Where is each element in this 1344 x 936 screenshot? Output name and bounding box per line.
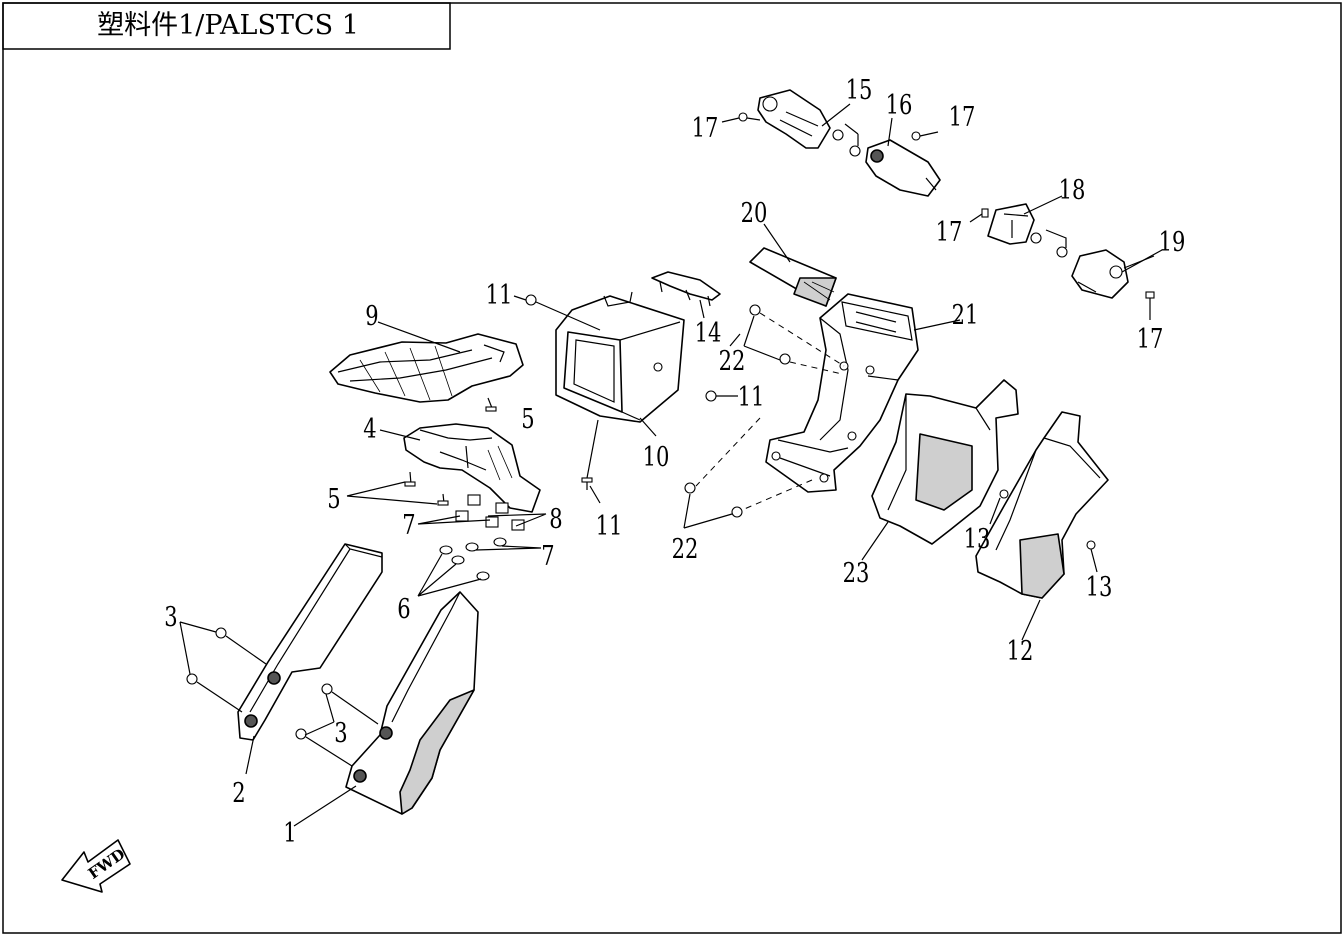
callout-17a: 17 bbox=[692, 112, 719, 143]
callout-17d: 17 bbox=[1137, 323, 1164, 354]
part-16-switch-housing bbox=[865, 139, 941, 197]
part-2-fork-guard-left bbox=[237, 543, 383, 741]
callout-11a: 11 bbox=[486, 279, 513, 310]
part-21-center-bracket bbox=[765, 293, 919, 493]
callout-6: 6 bbox=[397, 593, 410, 624]
part-12-side-cover bbox=[975, 411, 1109, 599]
springs-18-19 bbox=[1030, 229, 1068, 258]
callout-2: 2 bbox=[232, 777, 245, 808]
callout-20: 20 bbox=[741, 197, 768, 228]
leader-lines bbox=[245, 103, 1163, 827]
callout-17c: 17 bbox=[936, 216, 963, 247]
callout-22a: 22 bbox=[719, 345, 746, 376]
part-19-switch-cover bbox=[1071, 249, 1155, 299]
callout-13b: 13 bbox=[1086, 571, 1113, 602]
callout-5a: 5 bbox=[521, 403, 534, 434]
callout-11c: 11 bbox=[596, 510, 623, 541]
part-1-fork-guard-right bbox=[345, 591, 479, 815]
callout-10: 10 bbox=[643, 441, 670, 472]
screws-5 bbox=[346, 397, 497, 506]
part-14-bracket bbox=[651, 271, 721, 307]
diagram-title: 塑料件1/PALSTCS 1 bbox=[97, 10, 359, 41]
callout-1: 1 bbox=[283, 817, 296, 848]
screws-22 bbox=[683, 304, 845, 529]
callout-15: 15 bbox=[846, 74, 873, 105]
part-9-front-cover bbox=[329, 333, 524, 403]
callout-14: 14 bbox=[695, 317, 722, 348]
callout-16: 16 bbox=[886, 89, 913, 120]
grommets-6-7-8 bbox=[417, 494, 547, 597]
callout-11b: 11 bbox=[738, 381, 765, 412]
callout-8: 8 bbox=[549, 503, 562, 534]
callout-21: 21 bbox=[952, 299, 979, 330]
screws-17 bbox=[721, 112, 1155, 320]
springs-15-16 bbox=[832, 123, 861, 157]
part-15-switch-housing bbox=[757, 89, 831, 149]
screws-11 bbox=[513, 294, 738, 504]
part-18-switch bbox=[987, 203, 1035, 245]
title-block: 塑料件1/PALSTCS 1 bbox=[2, 2, 451, 50]
callout-13a: 13 bbox=[964, 523, 991, 554]
bolts-3 bbox=[179, 621, 379, 767]
part-4-bracket bbox=[403, 423, 541, 513]
callout-18: 18 bbox=[1059, 174, 1086, 205]
callout-labels: 1 2 3 3 4 5 5 6 7 7 8 9 10 11 11 11 12 1… bbox=[164, 74, 1185, 848]
part-20-pad bbox=[749, 247, 837, 307]
part-23-side-cover bbox=[871, 379, 1019, 545]
callout-23: 23 bbox=[843, 557, 870, 588]
callout-19: 19 bbox=[1159, 226, 1186, 257]
callout-9: 9 bbox=[365, 300, 378, 331]
callout-3b: 3 bbox=[334, 717, 347, 748]
callout-17b: 17 bbox=[949, 101, 976, 132]
callout-7b: 7 bbox=[541, 540, 554, 571]
callout-5b: 5 bbox=[327, 483, 340, 514]
callout-12: 12 bbox=[1007, 635, 1034, 666]
callout-7a: 7 bbox=[402, 509, 415, 540]
callout-4: 4 bbox=[363, 413, 376, 444]
part-10-headlight-housing bbox=[555, 291, 685, 423]
fwd-arrow: FWD bbox=[61, 839, 131, 893]
callout-3a: 3 bbox=[164, 601, 177, 632]
callout-22b: 22 bbox=[672, 533, 699, 564]
screws-13 bbox=[989, 489, 1098, 573]
